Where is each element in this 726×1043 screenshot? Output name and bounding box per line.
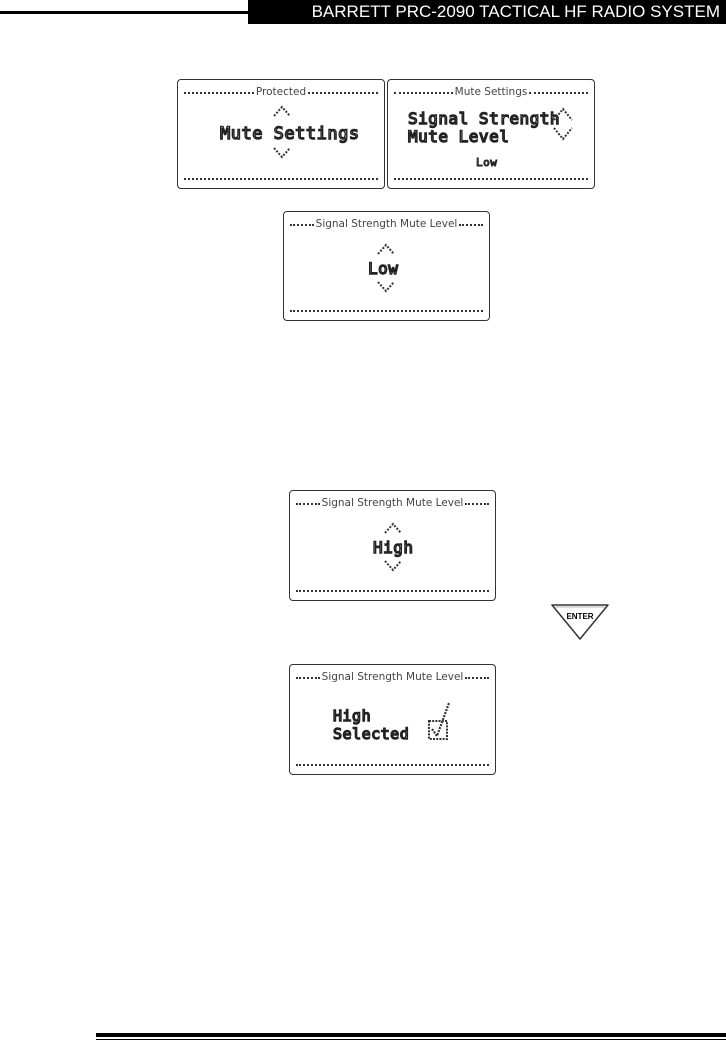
lcd-bottom-rule — [394, 178, 588, 180]
footer-rule — [96, 1033, 726, 1037]
selected-value: Low — [368, 259, 398, 278]
lcd-bottom-rule — [184, 178, 378, 180]
current-value: Low — [476, 156, 497, 169]
selected-value: High — [373, 538, 414, 557]
up-arrow-icon — [383, 521, 403, 535]
screen-title: Signal Strength Mute Level — [316, 218, 458, 230]
enter-key-label: ENTER — [549, 612, 611, 621]
down-arrow-icon — [376, 280, 396, 294]
footer-rule-thin — [96, 1039, 726, 1040]
lcd-screen-mute-settings: Mute Settings Signal Strength Mute Level… — [387, 79, 595, 189]
confirm-line-1: High — [333, 707, 371, 725]
menu-line-1: Signal Strength — [408, 109, 560, 128]
lcd-title-bar: Signal Strength Mute Level — [290, 218, 483, 230]
enter-key-icon[interactable]: ENTER — [549, 602, 611, 642]
lcd-screen-ssml-high: Signal Strength Mute Level High — [289, 490, 496, 601]
up-arrow-icon — [376, 242, 396, 256]
lcd-title-bar: Signal Strength Mute Level — [296, 497, 489, 509]
screen-title: Signal Strength Mute Level — [322, 497, 464, 509]
checkbox-tick-icon — [426, 697, 454, 745]
lcd-bottom-rule — [296, 590, 489, 592]
screen-title: Signal Strength Mute Level — [322, 671, 464, 683]
lcd-screen-ssml-low: Signal Strength Mute Level Low — [283, 211, 490, 321]
down-arrow-icon — [552, 126, 574, 142]
header-band: BARRETT PRC-2090 TACTICAL HF RADIO SYSTE… — [248, 0, 726, 24]
down-arrow-icon — [383, 559, 403, 573]
confirm-line-2: Selected — [333, 725, 409, 743]
enter-key-shape — [549, 602, 611, 642]
lcd-title-bar: Signal Strength Mute Level — [296, 671, 489, 683]
up-arrow-icon — [272, 104, 292, 118]
header-rule — [0, 11, 248, 14]
lcd-screen-ssml-selected: Signal Strength Mute Level High Selected — [289, 664, 496, 775]
lcd-title-bar: Mute Settings — [394, 86, 588, 98]
screen-title: Protected — [256, 86, 306, 98]
lcd-screen-protected: Protected Mute Settings — [177, 79, 385, 189]
lcd-bottom-rule — [296, 764, 489, 766]
menu-line-2: Mute Level — [408, 127, 509, 146]
lcd-bottom-rule — [290, 310, 483, 312]
header-title: BARRETT PRC-2090 TACTICAL HF RADIO SYSTE… — [312, 2, 720, 22]
screen-title: Mute Settings — [455, 86, 528, 98]
lcd-title-bar: Protected — [184, 86, 378, 98]
menu-item-mute-settings: Mute Settings — [220, 124, 360, 144]
up-arrow-icon — [552, 106, 574, 122]
down-arrow-icon — [272, 146, 292, 160]
